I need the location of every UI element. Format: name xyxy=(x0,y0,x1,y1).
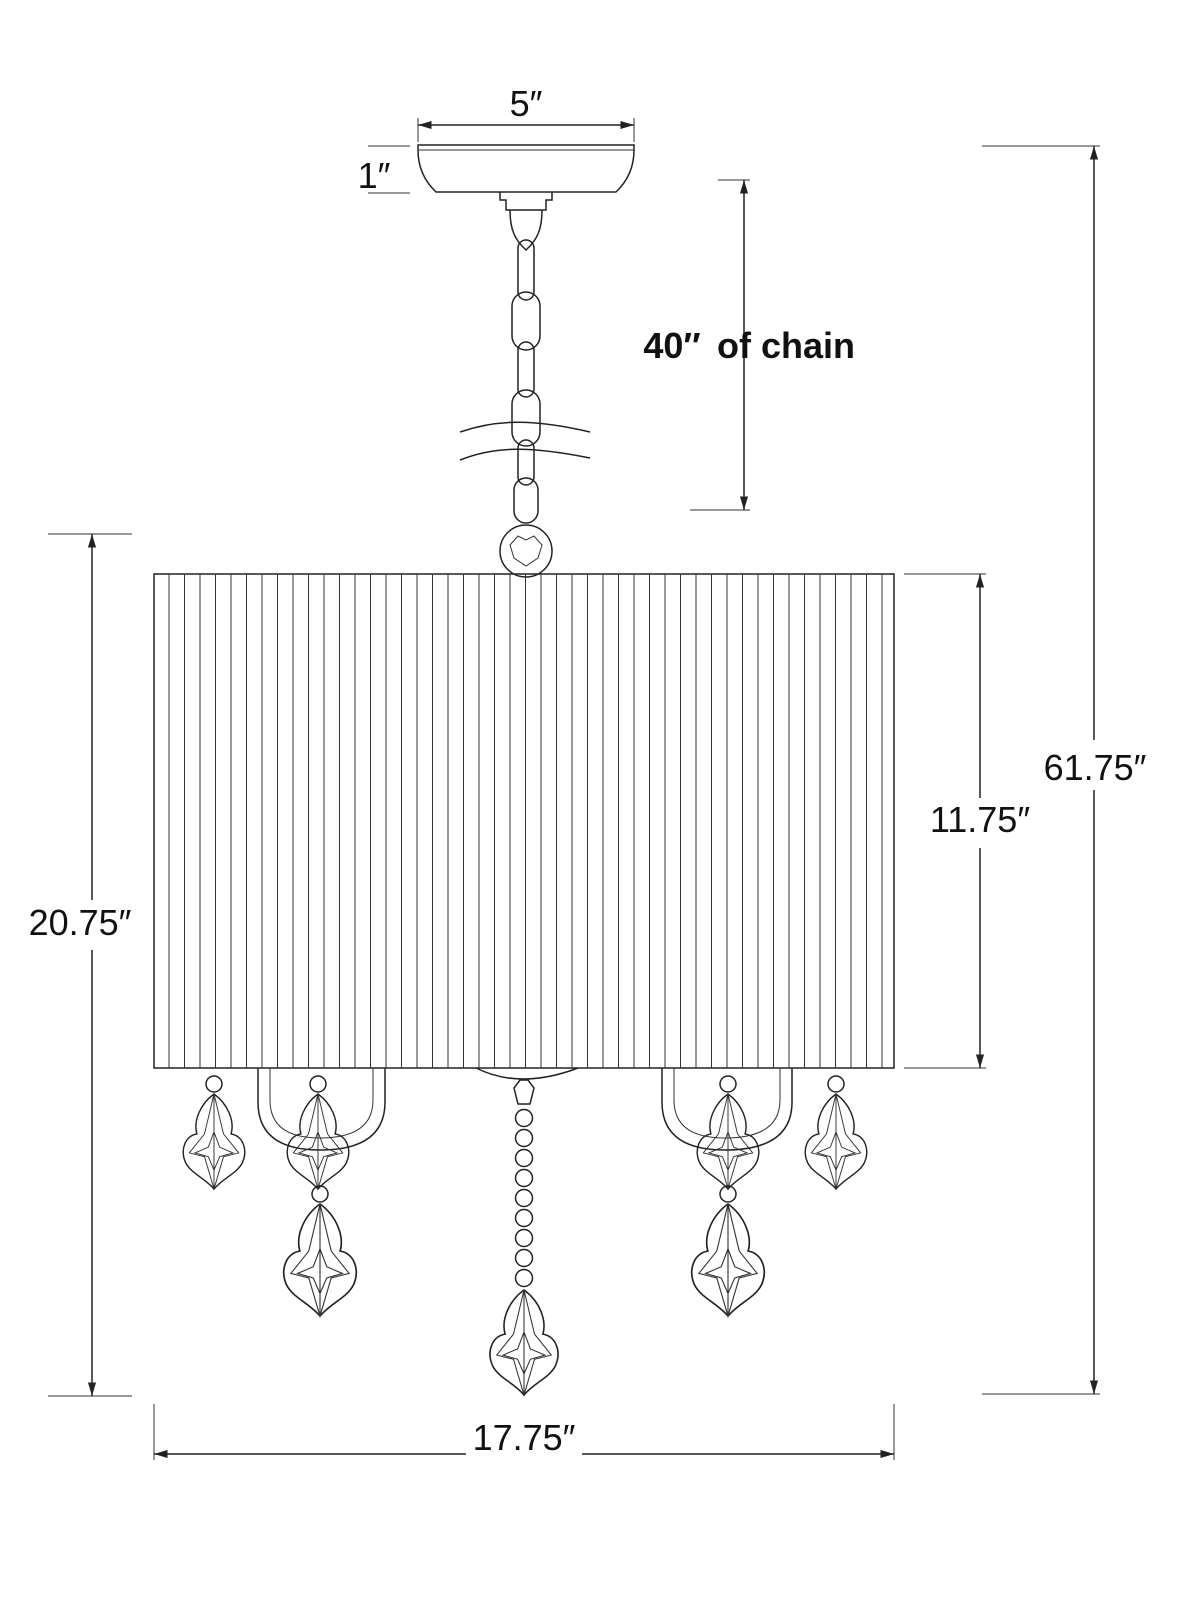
crystal-pendant xyxy=(489,1289,559,1396)
overall-height-label: 61.75″ xyxy=(1044,747,1147,788)
crystal-pendant xyxy=(696,1093,760,1190)
crystal-bead xyxy=(514,1188,534,1208)
crystal-pendant xyxy=(182,1093,246,1190)
center-hook xyxy=(513,1079,535,1105)
crystal-bead xyxy=(205,1075,223,1093)
crystal-bead xyxy=(514,1268,534,1288)
crystal-bead xyxy=(514,1208,534,1228)
crystal-bead xyxy=(514,1108,534,1128)
chain-length-label: 40″ xyxy=(643,325,700,366)
dimension-lines xyxy=(48,118,1100,1460)
crystal-bead xyxy=(514,1168,534,1188)
canopy xyxy=(417,144,635,211)
chain-suffix-label: of chain xyxy=(717,325,855,366)
crystal-bead xyxy=(719,1185,737,1203)
fixture-height-label: 20.75″ xyxy=(29,902,132,943)
canopy-height-label: 1″ xyxy=(358,155,391,196)
crystal-bead xyxy=(309,1075,327,1093)
crystal-bead xyxy=(514,1228,534,1248)
crystal-pendant xyxy=(804,1093,868,1190)
crystal-bead xyxy=(514,1128,534,1148)
crystal-bead xyxy=(827,1075,845,1093)
crystal-pendant xyxy=(690,1203,766,1317)
crystal-pendants xyxy=(182,1075,868,1396)
crystal-bead xyxy=(311,1185,329,1203)
canopy-width-label: 5″ xyxy=(510,83,543,124)
crystal-pendant xyxy=(286,1093,350,1190)
crystal-bead xyxy=(719,1075,737,1093)
crystal-bead xyxy=(514,1148,534,1168)
fixture-width-label: 17.75″ xyxy=(473,1417,576,1458)
chain xyxy=(459,209,591,578)
crystal-bead xyxy=(514,1248,534,1268)
crystal-pendant xyxy=(282,1203,358,1317)
shade-height-label: 11.75″ xyxy=(930,799,1030,840)
drum-shade xyxy=(153,573,895,1069)
